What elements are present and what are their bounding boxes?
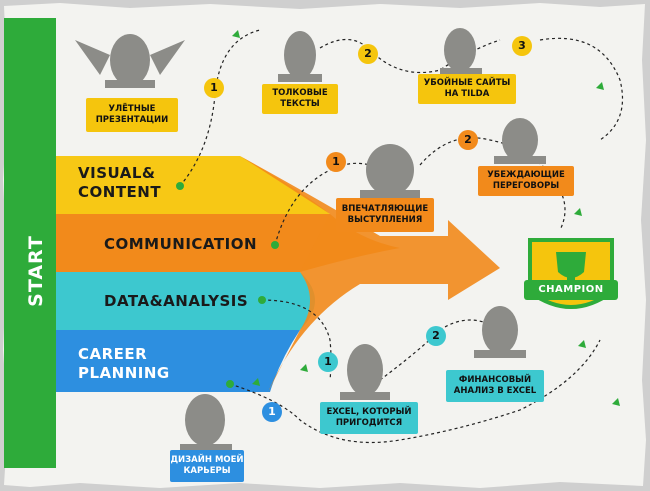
step-label-finance: ФИНАНСОВЫЙ АНАЛИЗ В EXCEL	[446, 375, 544, 397]
start-dot-data	[258, 296, 266, 304]
track-data-analysis	[56, 272, 315, 330]
label-bg-speeches	[336, 198, 434, 232]
step-label-tilda: УБОЙНЫЕ САЙТЫ НА TILDA	[418, 78, 516, 100]
track-line: CONTENT	[78, 183, 162, 201]
statue-presentations	[75, 34, 185, 88]
start-label: START	[14, 235, 47, 307]
label-bg-negotiations	[478, 166, 574, 196]
step-label-presentations: УЛЁТНЫЕ ПРЕЗЕНТАЦИИ	[86, 104, 178, 126]
track-career-planning	[56, 330, 300, 392]
step-badge-tilda: 3	[512, 36, 532, 56]
step-badge-speeches: 1	[326, 152, 346, 172]
start-dot-career	[226, 380, 234, 388]
champion-trophy-icon	[524, 238, 618, 309]
rocket-icons	[232, 30, 620, 406]
label-bg-texts	[262, 84, 338, 114]
step-line: ПРЕЗЕНТАЦИИ	[95, 115, 169, 125]
track-line: CAREER	[78, 345, 148, 363]
start-strip	[4, 18, 56, 468]
step-line: EXCEL, КОТОРЫЙ	[326, 407, 412, 417]
step-line: ТЕКСТЫ	[280, 99, 320, 109]
step-line: ПРИГОДИТСЯ	[335, 418, 403, 428]
step-line: УБОЙНЫЕ САЙТЫ	[423, 78, 511, 88]
start-dot-communication	[271, 241, 279, 249]
track-line: PLANNING	[78, 364, 170, 382]
champion-ribbon	[524, 280, 618, 300]
step-line: УЛЁТНЫЕ	[108, 104, 156, 114]
step-line: ВПЕЧАТЛЯЮЩИЕ	[341, 204, 429, 214]
step-badge-texts: 2	[358, 44, 378, 64]
step-label-career: ДИЗАЙН МОЕЙ КАРЬЕРЫ	[170, 455, 244, 477]
step-label-texts: ТОЛКОВЫЕ ТЕКСТЫ	[262, 88, 338, 110]
track-line: COMMUNICATION	[104, 235, 257, 253]
statue-tilda	[440, 28, 482, 76]
label-bg-tilda	[418, 74, 516, 104]
step-badge-finance: 2	[426, 326, 446, 346]
label-bg-career	[170, 450, 244, 482]
step-line: ВЫСТУПЛЕНИЯ	[347, 215, 423, 225]
start-dot-visual	[176, 182, 184, 190]
step-line: ТОЛКОВЫЕ	[272, 88, 328, 98]
champion-label: CHAMPION	[538, 284, 604, 295]
step-line: ФИНАНСОВЫЙ	[458, 375, 532, 385]
track-label-data-analysis: DATA&ANALYSIS	[104, 292, 248, 311]
track-label-career-planning: CAREER PLANNING	[78, 345, 170, 383]
statue-negotiations	[494, 118, 546, 164]
statue-career	[180, 394, 232, 452]
track-visual-content	[56, 156, 330, 214]
label-bg-presentations	[86, 98, 178, 132]
step-line: НА TILDA	[444, 89, 490, 99]
label-bg-finance	[446, 370, 544, 402]
track-line: DATA&ANALYSIS	[104, 292, 249, 310]
step-label-excel: EXCEL, КОТОРЫЙ ПРИГОДИТСЯ	[320, 407, 418, 429]
statue-speeches	[360, 144, 420, 198]
main-arrow	[240, 156, 500, 392]
step-line: КАРЬЕРЫ	[183, 466, 231, 476]
step-line: УБЕЖДАЮЩИЕ	[487, 170, 565, 180]
step-line: ДИЗАЙН МОЕЙ	[170, 455, 244, 465]
track-label-visual-content: VISUAL& CONTENT	[78, 164, 161, 202]
step-line: АНАЛИЗ В EXCEL	[453, 386, 537, 396]
statue-texts	[278, 31, 322, 82]
start-text: START	[24, 235, 47, 307]
step-label-speeches: ВПЕЧАТЛЯЮЩИЕ ВЫСТУПЛЕНИЯ	[336, 204, 434, 226]
step-badge-career: 1	[262, 402, 282, 422]
label-bg-excel	[320, 402, 418, 434]
step-label-negotiations: УБЕЖДАЮЩИЕ ПЕРЕГОВОРЫ	[478, 170, 574, 192]
step-badge-negotiations: 2	[458, 130, 478, 150]
step-badge-presentations: 1	[204, 78, 224, 98]
track-label-communication: COMMUNICATION	[104, 235, 257, 254]
step-badge-excel: 1	[318, 352, 338, 372]
statue-finance	[474, 306, 526, 358]
statue-excel	[340, 344, 390, 400]
track-line: VISUAL&	[78, 164, 156, 182]
step-line: ПЕРЕГОВОРЫ	[492, 181, 560, 191]
